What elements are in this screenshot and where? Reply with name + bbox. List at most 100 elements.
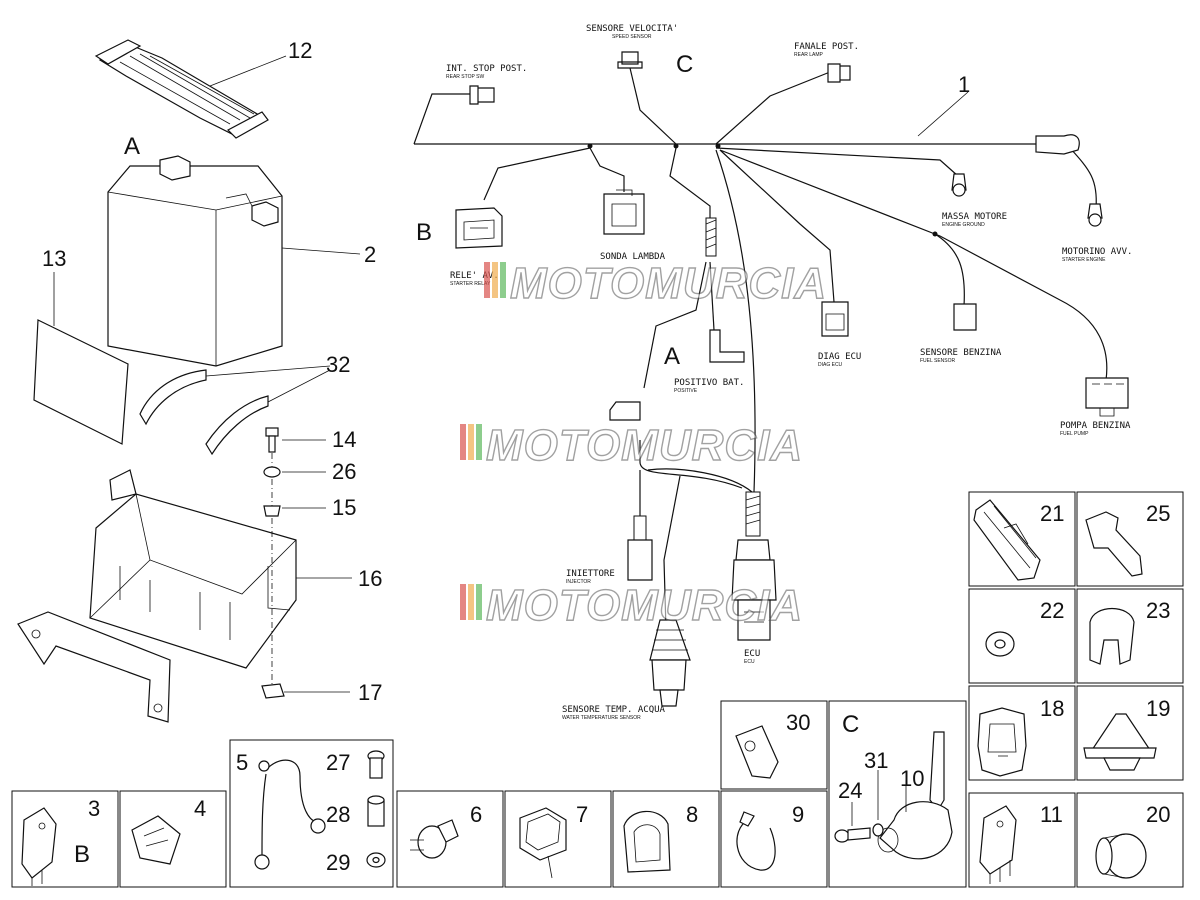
ecu-connector: [731, 491, 777, 641]
relay-11: [979, 805, 1017, 884]
connector-7: [519, 807, 567, 879]
lambda-label: SONDA LAMBDA: [600, 252, 666, 262]
leader-1: [917, 91, 969, 137]
cable-tie-9: [736, 811, 776, 871]
battery: [107, 155, 283, 367]
cable-clip-23: [1089, 608, 1135, 665]
rear-stop-label: INT. STOP POST.: [446, 64, 527, 74]
ecu-sublabel: ECU: [744, 659, 755, 665]
box-6: [396, 790, 504, 888]
callout-8: 8: [686, 802, 698, 827]
rear-lamp-connector: [827, 63, 851, 83]
clip-18: [977, 707, 1027, 777]
box-4: [119, 790, 227, 888]
callout-7: 7: [576, 802, 588, 827]
starter-label: MOTORINO AVV.: [1062, 247, 1132, 257]
watermark-text-2: MOTOMURCIA: [486, 421, 803, 470]
callout-20: 20: [1146, 802, 1170, 827]
water-temp-sublabel: WATER TEMPERATURE SENSOR: [562, 715, 641, 721]
watermark-3: MOTOMURCIA: [460, 580, 803, 631]
callout-10: 10: [900, 766, 924, 791]
rubber-strips: [139, 369, 269, 456]
clip-25: [1085, 511, 1143, 577]
water-temp-label: SENSORE TEMP. ACQUA: [562, 705, 666, 715]
callout-3: 3: [88, 796, 100, 821]
callout-24: 24: [838, 778, 862, 803]
speed-sensor-sublabel: SPEED SENSOR: [612, 34, 652, 40]
box-7: [504, 790, 612, 888]
water-temp-sensor: [649, 619, 691, 707]
callout-17: 17: [358, 680, 382, 705]
callout-16: 16: [358, 566, 382, 591]
rear-lamp-label: FANALE POST.: [794, 42, 859, 52]
screw-14: [265, 427, 279, 453]
nut-15: [263, 505, 281, 517]
callout-9: 9: [792, 802, 804, 827]
box-25: [1076, 491, 1184, 587]
engine-ground-sublabel: ENGINE GROUND: [942, 222, 985, 228]
watermark-2: MOTOMURCIA: [460, 420, 803, 471]
callout-25: 25: [1146, 501, 1170, 526]
callout-32: 32: [326, 352, 350, 377]
battery-tray: [17, 469, 297, 723]
clip-17: [261, 683, 285, 699]
harness-sleeve-upper: [705, 217, 717, 257]
callout-23: 23: [1146, 598, 1170, 623]
speed-sensor-label: SENSORE VELOCITA': [586, 24, 678, 34]
positive-lug: [609, 401, 641, 421]
letter-c-speed: C: [676, 51, 693, 78]
watermark-text-3: MOTOMURCIA: [486, 581, 803, 630]
fuel-pump-sublabel: FUEL PUMP: [1060, 431, 1089, 437]
callout-14: 14: [332, 427, 356, 452]
injector-connector: [627, 515, 653, 581]
callout-18: 18: [1040, 696, 1064, 721]
cable-clip-8: [623, 810, 671, 873]
fuel-sensor-label: SENSORE BENZINA: [920, 348, 1002, 358]
ecu-label: ECU: [744, 649, 760, 659]
rear-lamp-sublabel: REAR LAMP: [794, 52, 824, 58]
letter-b-box: B: [74, 841, 90, 868]
diag-ecu-label: DIAG ECU: [818, 352, 861, 362]
callout-27: 27: [326, 750, 350, 775]
starter-cable-boot: [1035, 134, 1080, 155]
watermark-text-1: MOTOMURCIA: [510, 259, 827, 308]
lambda-connector: [603, 189, 645, 235]
speed-sensor-connector: [617, 51, 643, 69]
callout-29: 29: [326, 850, 350, 875]
positive-label: POSITIVO BAT.: [674, 378, 744, 388]
callout-30: 30: [786, 710, 810, 735]
leader-32b: [267, 369, 331, 403]
box-speed-sensor: [828, 700, 967, 888]
washer-31: [872, 823, 884, 837]
fuel-pump-label: POMPA BENZINA: [1060, 421, 1131, 431]
speed-sensor-10: [877, 731, 953, 860]
connector-4: [131, 815, 181, 865]
diag-ecu-sublabel: DIAG ECU: [818, 362, 843, 368]
callout-28: 28: [326, 802, 350, 827]
box-30: [720, 700, 828, 790]
rear-stop-sublabel: REAR STOP SW: [446, 74, 484, 80]
diag-ecu-connector: [821, 301, 849, 337]
battery-strap: [94, 39, 269, 139]
leader-12: [209, 55, 287, 87]
bolt-27: [367, 750, 385, 779]
letter-c-box: C: [842, 711, 859, 738]
callout-22: 22: [1040, 598, 1064, 623]
callout-5: 5: [236, 750, 248, 775]
relay-3: [21, 807, 57, 886]
callout-13: 13: [42, 246, 66, 271]
box-19: [1076, 685, 1184, 781]
callout-2: 2: [364, 242, 376, 267]
callout-31: 31: [864, 748, 888, 773]
leader-2: [281, 247, 361, 255]
engine-ground-label: MASSA MOTORE: [942, 212, 1007, 222]
callout-19: 19: [1146, 696, 1170, 721]
ground-cable-5: [254, 759, 326, 870]
box-9: [720, 790, 828, 888]
hose-clamp-6: [410, 819, 459, 859]
box-21: [968, 491, 1076, 587]
injector-sublabel: INJECTOR: [566, 579, 591, 585]
callout-4: 4: [194, 796, 206, 821]
bolt-24: [834, 827, 871, 843]
